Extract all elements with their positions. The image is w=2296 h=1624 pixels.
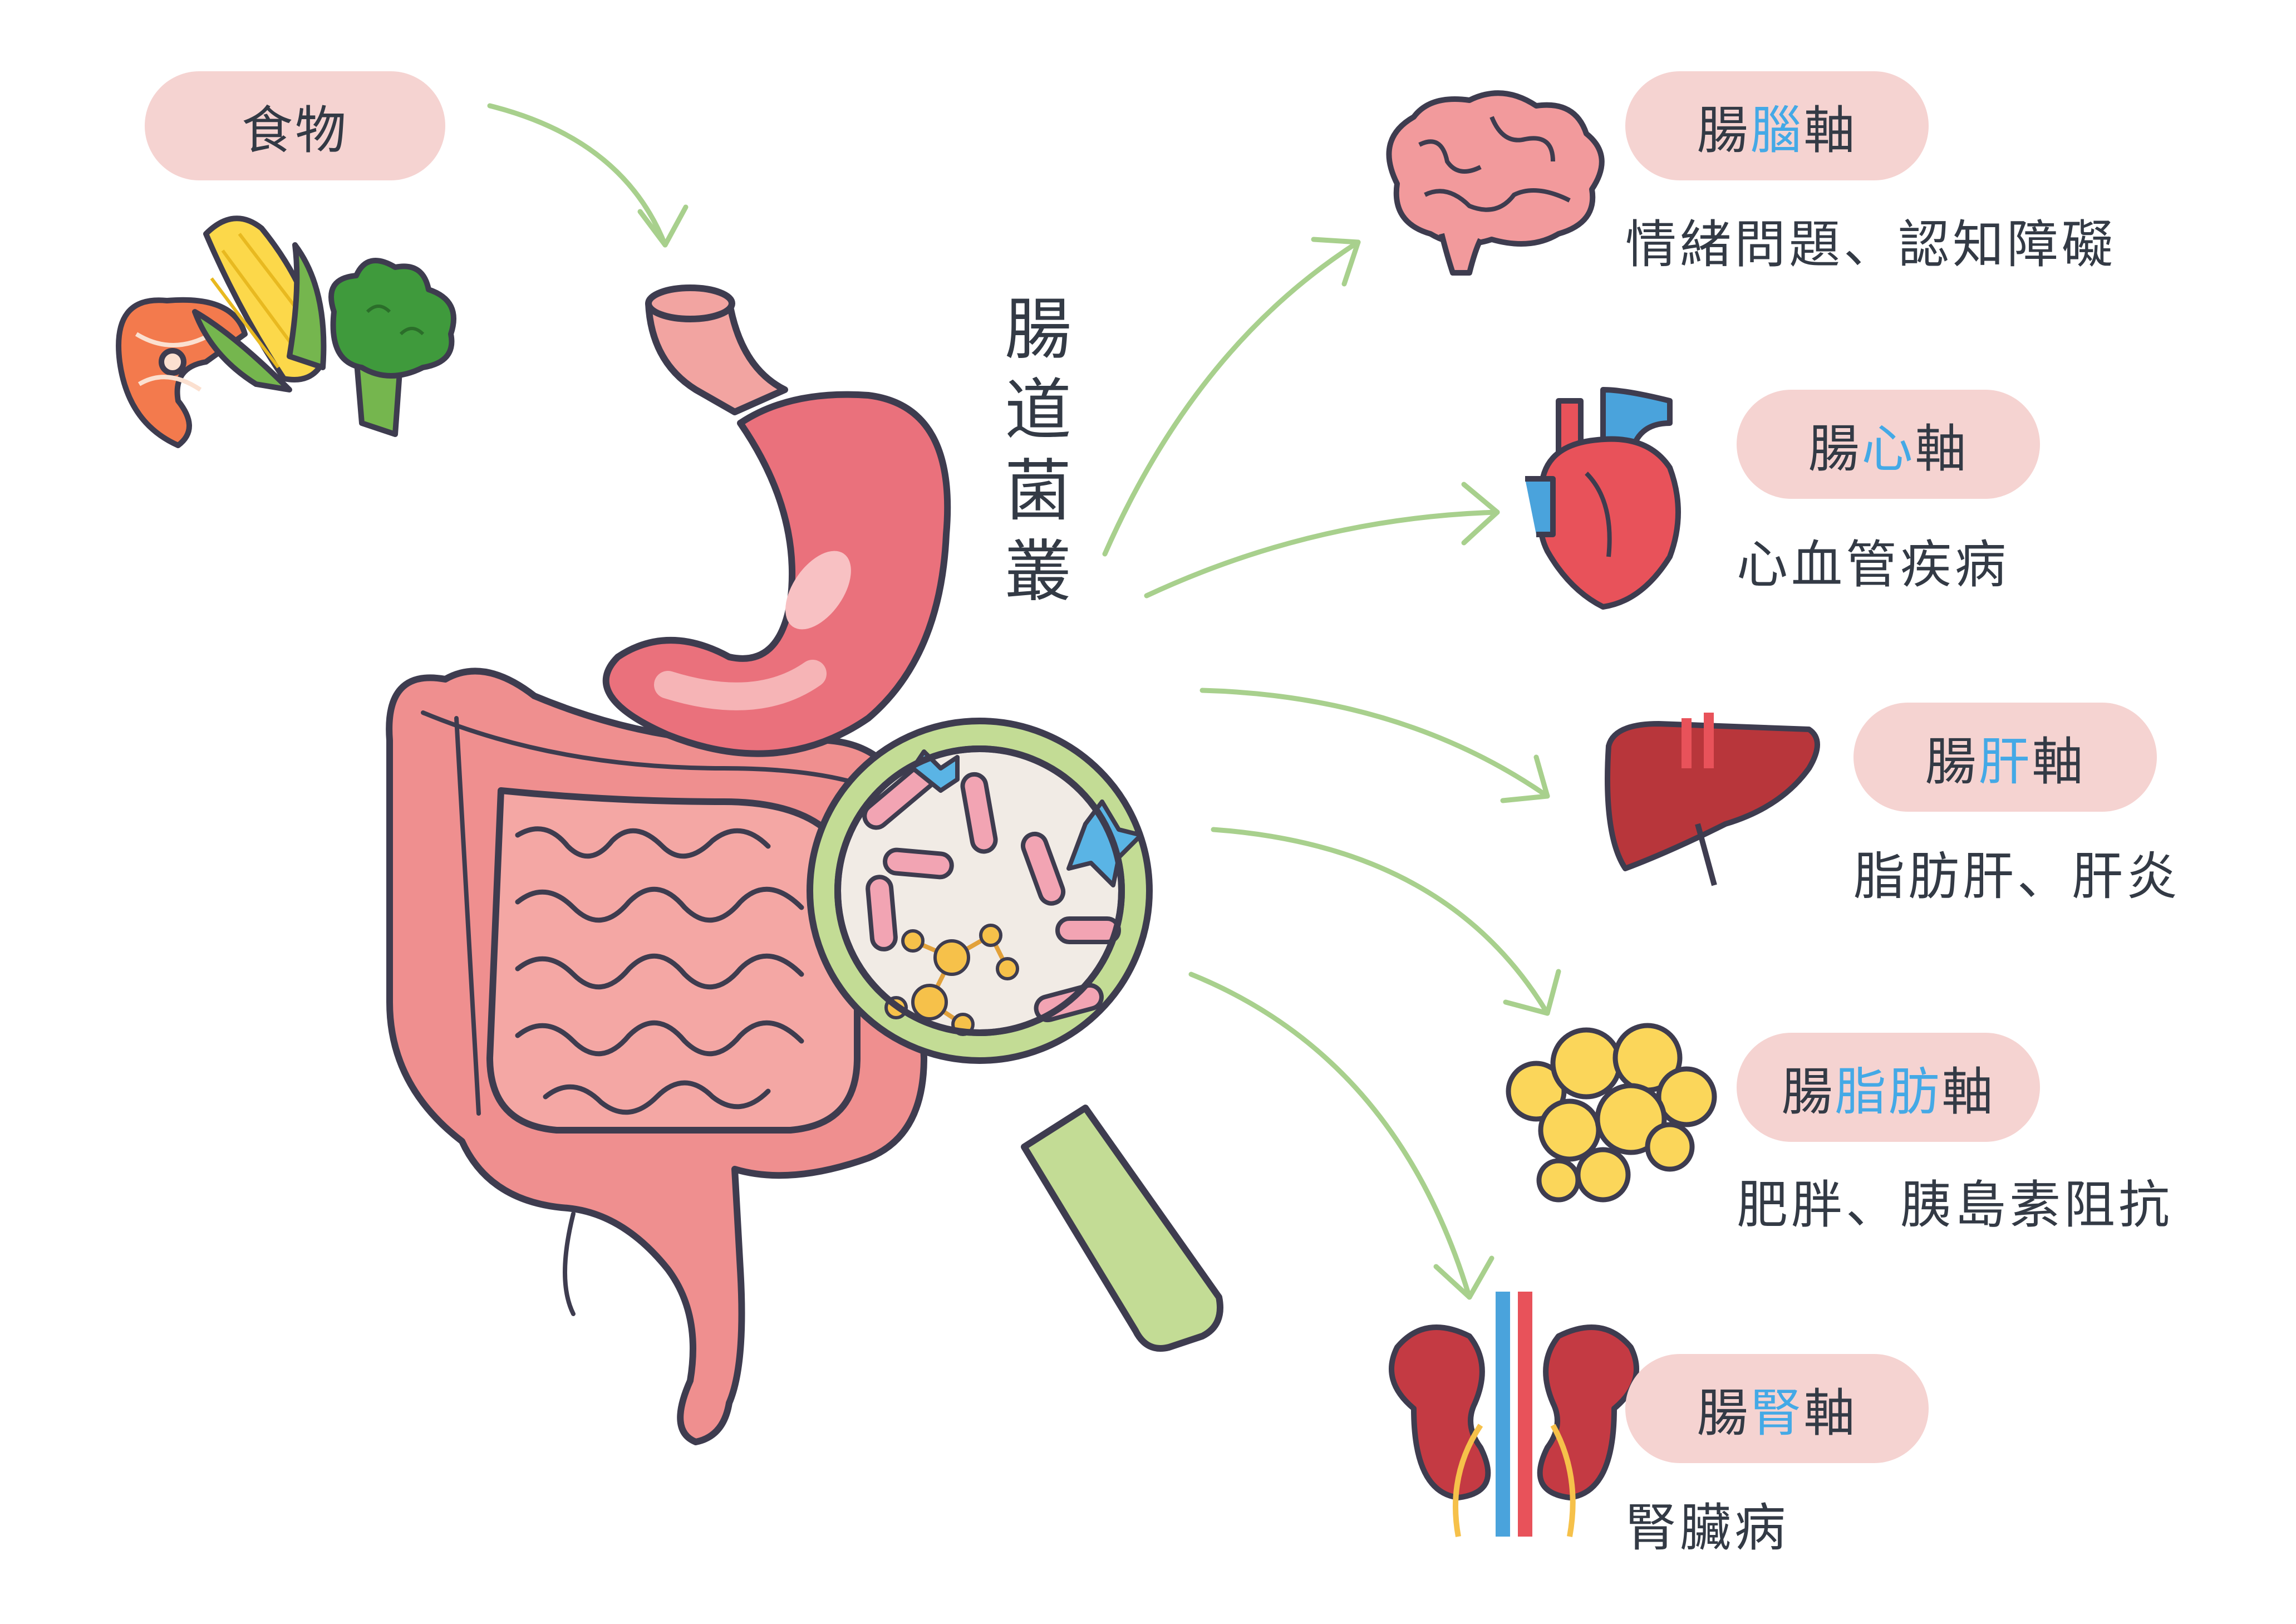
corn-icon — [192, 215, 327, 392]
molecule-icon — [884, 924, 1019, 1036]
gut-brain-axis-label: 腸腦軸 — [1625, 71, 1929, 180]
arrows — [487, 103, 1561, 1300]
arrow-to-kidney — [1188, 972, 1472, 1300]
gut-fat-axis-desc: 肥胖、胰島素阻抗 — [1737, 1175, 2174, 1235]
magnifier-icon — [807, 718, 1223, 1352]
salmon-icon — [116, 297, 248, 448]
arrow-food-to-stomach — [487, 103, 668, 248]
broccoli-icon — [328, 258, 456, 437]
gut-fat-axis-label: 腸脂肪軸 — [1737, 1033, 2040, 1142]
gut-heart-axis-desc: 心血管疾病 — [1737, 535, 2010, 595]
arrow-to-heart — [1144, 509, 1500, 598]
food-icon — [116, 215, 456, 448]
arrow-to-fat — [1211, 827, 1550, 1016]
arrow-to-liver — [1199, 688, 1550, 799]
kidney-icon — [1389, 1292, 1639, 1537]
heart-icon — [1525, 387, 1681, 610]
brain-icon — [1386, 90, 1605, 276]
fat-cells-icon — [1506, 1023, 1717, 1203]
gut-liver-axis-label: 腸肝軸 — [1853, 703, 2157, 812]
gut-kidney-axis-desc: 腎臟病 — [1625, 1498, 1789, 1558]
digestive-system-icon — [386, 284, 951, 1445]
food-label: 食物 — [145, 71, 445, 180]
gut-liver-axis-desc: 脂肪肝、肝炎 — [1853, 847, 2181, 906]
arrow-to-brain — [1102, 239, 1361, 557]
liver-icon — [1605, 713, 1820, 886]
gut-microbiota-title: 腸 道 菌 叢 — [1005, 291, 1071, 611]
gut-kidney-axis-label: 腸腎軸 — [1625, 1354, 1929, 1463]
gut-heart-axis-label: 腸心軸 — [1737, 390, 2040, 499]
gut-brain-axis-desc: 情緒問題、認知障礙 — [1625, 215, 2117, 274]
